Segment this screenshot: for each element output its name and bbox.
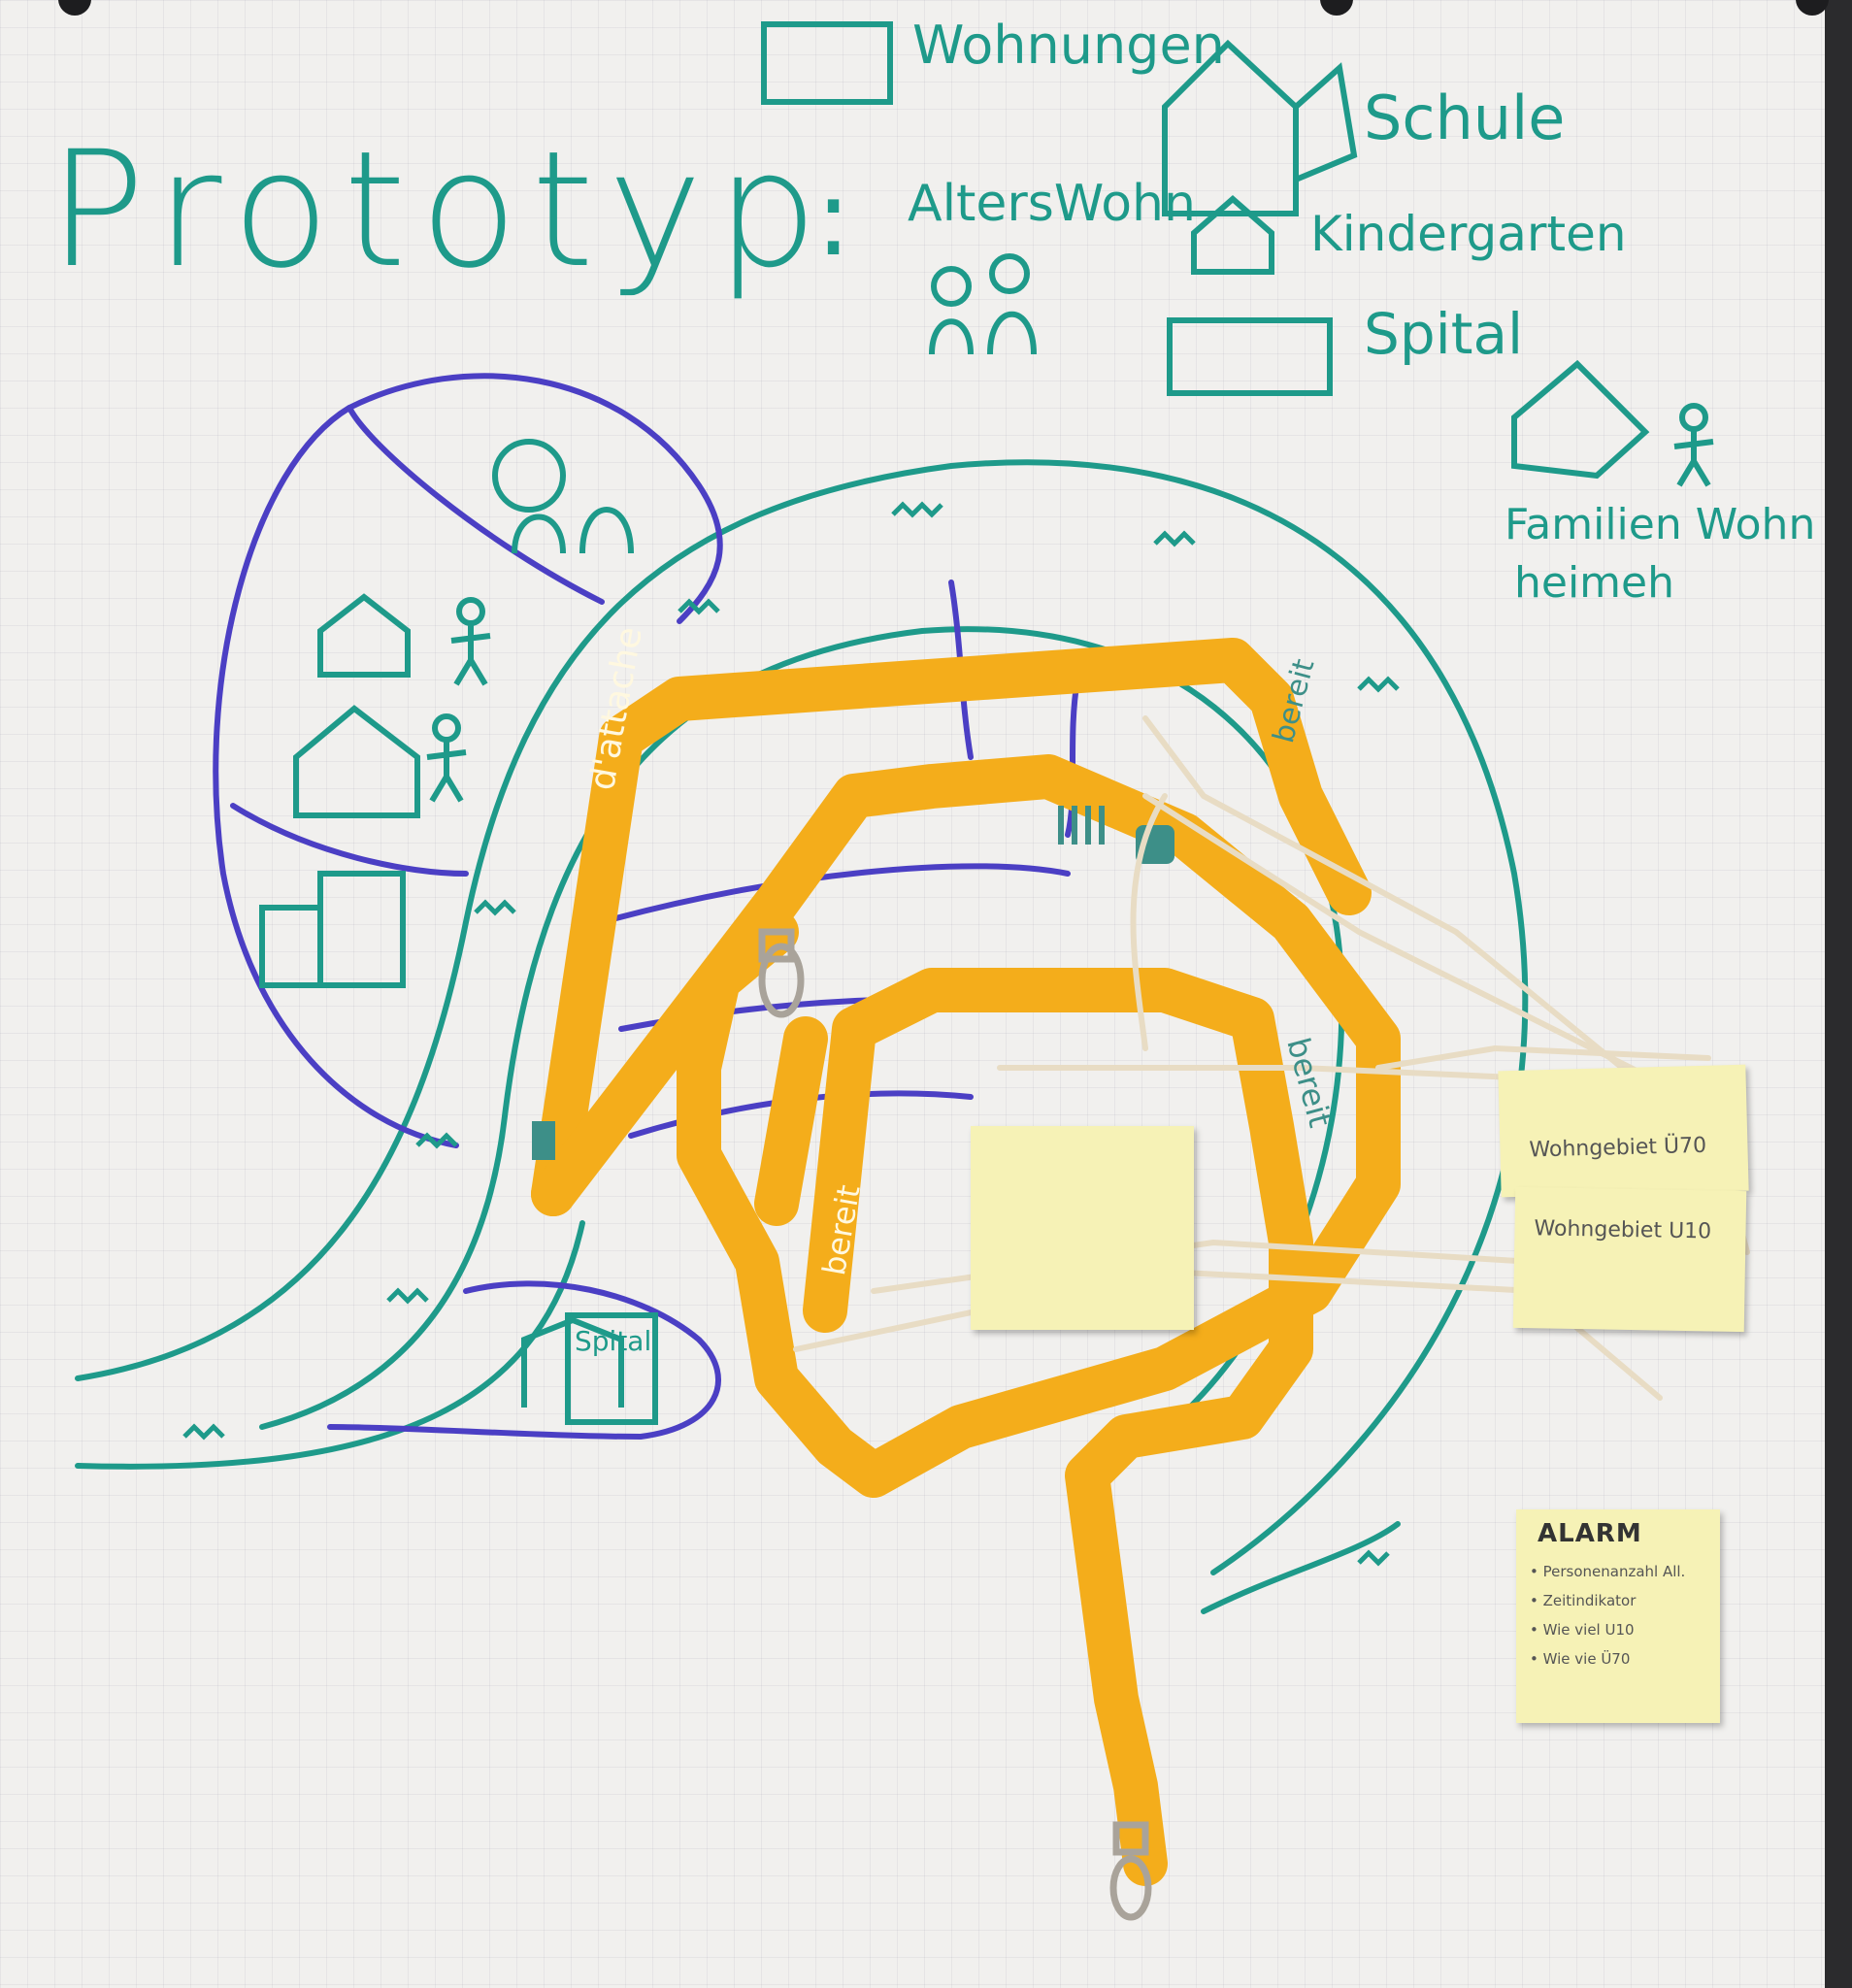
map-spital-building (565, 1312, 658, 1425)
title-colon: : (815, 155, 852, 280)
alarm-item: • Wie viel U10 (1530, 1621, 1635, 1639)
binder-hole (1796, 0, 1829, 16)
binder-hole (58, 0, 91, 16)
legend-schule: Schule (1364, 83, 1566, 153)
alterswohn-icon (931, 266, 972, 307)
kindergarten-icon (1191, 195, 1274, 275)
legend-icons (761, 21, 1714, 487)
map-buildings (259, 439, 658, 1425)
page-title: Prototyp (49, 116, 832, 303)
map-spital-label: Spital (575, 1325, 652, 1357)
legend-alterswohn: AltersWohn (908, 175, 1196, 233)
alarm-item: • Wie vie Ü70 (1530, 1650, 1631, 1668)
note-label-u70: Wohngebiet Ü70 (1529, 1133, 1707, 1163)
legend-wohnungen: Wohnungen (912, 15, 1225, 76)
alarm-item: • Personenanzahl All. (1530, 1563, 1686, 1580)
sticky-note-wohngebiet-u70: Wohngebiet Ü70 (1498, 1064, 1749, 1198)
legend-kindergarten: Kindergarten (1310, 206, 1627, 262)
wohnungen-icon (761, 21, 893, 105)
lanyards (531, 638, 1401, 1886)
road-outlines (75, 459, 1529, 1614)
schule-icon (1162, 39, 1358, 216)
legend-spital: Spital (1364, 301, 1524, 367)
familien-icon (1511, 359, 1650, 480)
note-label-u10: Wohngebiet U10 (1534, 1216, 1712, 1244)
sticky-note-star (971, 1126, 1194, 1330)
binder-hole (1320, 0, 1353, 16)
legend-familien-line2: heimeh (1514, 558, 1674, 608)
legend-familien-line1: Familien Wohn (1505, 500, 1816, 549)
lanyard-clips (758, 928, 1152, 1921)
spital-icon (1167, 317, 1333, 396)
alarm-item: • Zeitindikator (1530, 1592, 1637, 1609)
sticky-note-wohngebiet-u10: Wohngebiet U10 (1512, 1186, 1747, 1333)
alarm-title: ALARM (1538, 1519, 1642, 1548)
sticky-note-alarm: ALARM • Personenanzahl All. • Zeitindika… (1516, 1509, 1720, 1723)
grass-marks (182, 501, 1400, 1567)
